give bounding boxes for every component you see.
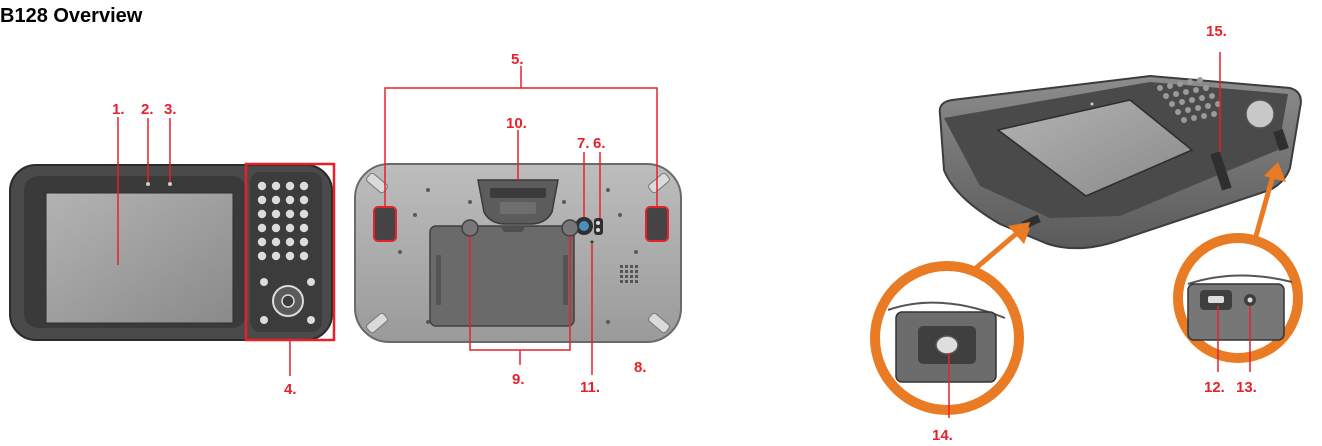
callout-labels: 1. 2. 3. 4. 5. 6. 7. 8. 9. 10. 11. 12. 1…	[112, 23, 1257, 444]
back-mic-hole	[590, 240, 594, 244]
callout-3: 3.	[164, 101, 177, 118]
callout-5: 5.	[511, 51, 524, 68]
left-strap-button	[373, 206, 397, 242]
side-view	[870, 52, 1303, 418]
callout-10: 10.	[506, 115, 527, 132]
back-view	[354, 66, 682, 375]
back-corner-feet	[366, 172, 670, 334]
back-screws	[398, 188, 638, 324]
callout-6: 6.	[593, 135, 606, 152]
back-stand-mount	[477, 179, 559, 225]
side-dpad	[1245, 99, 1275, 129]
front-sensor-dot	[146, 182, 150, 186]
callout-1: 1.	[112, 101, 125, 118]
zoom-ring-left	[870, 261, 1024, 418]
side-keypad	[1157, 77, 1221, 123]
side-screen	[996, 99, 1194, 197]
battery-cover	[429, 219, 579, 327]
front-view	[9, 117, 336, 376]
callout-2: 2.	[141, 101, 154, 118]
front-keypad	[250, 172, 322, 332]
callout-11: 11.	[580, 379, 600, 396]
right-strap-button	[645, 206, 669, 242]
front-camera-dot	[168, 182, 172, 186]
callout-13: 13.	[1236, 379, 1257, 396]
side-connector-port	[1210, 151, 1232, 191]
back-speaker-grille	[620, 265, 638, 283]
callout-12: 12.	[1204, 379, 1225, 396]
callout-9: 9.	[512, 371, 525, 388]
back-camera	[575, 217, 603, 235]
side-arrows	[974, 162, 1286, 270]
callout-4: 4.	[284, 381, 297, 398]
callout-14: 14.	[932, 427, 953, 444]
page-title: B128 Overview	[0, 5, 143, 27]
callout-7: 7.	[577, 135, 590, 152]
callout-8: 8.	[634, 359, 647, 376]
front-screen	[45, 192, 234, 324]
callout-15: 15.	[1206, 23, 1227, 40]
zoom-ring-right	[1173, 233, 1303, 372]
